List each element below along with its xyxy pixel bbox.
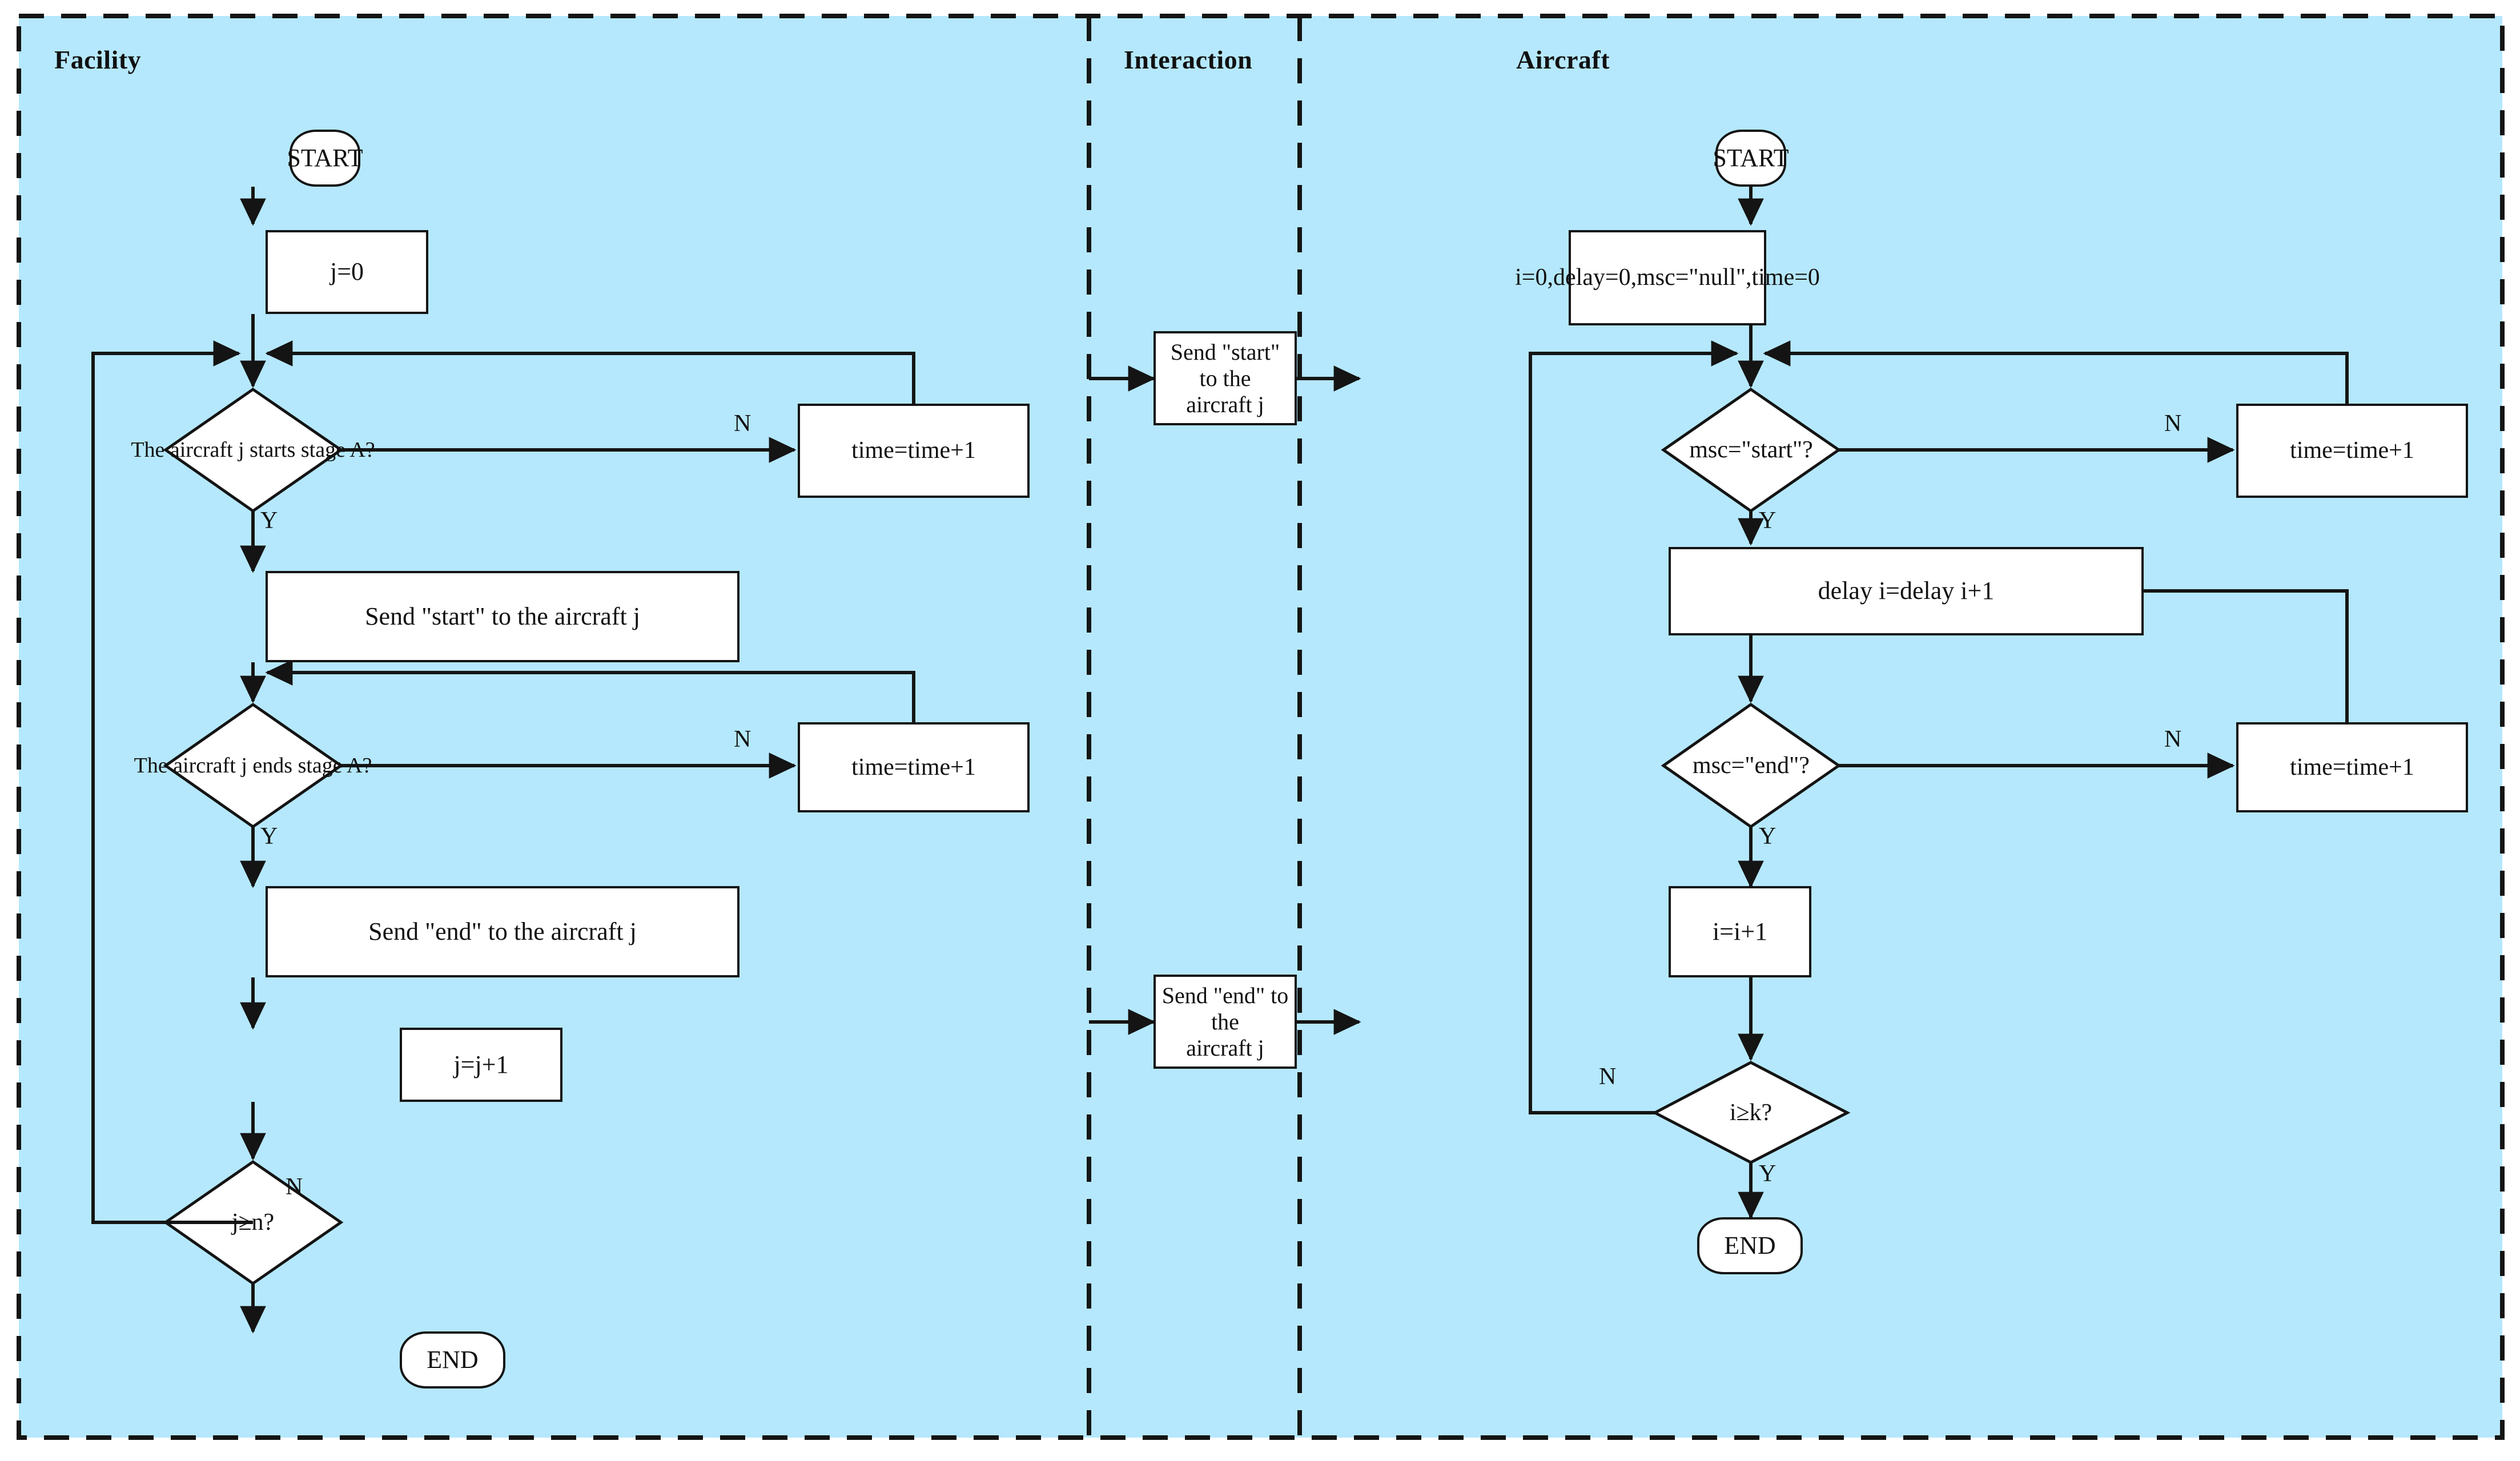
facility-branch-label-n3: N — [286, 1174, 303, 1200]
facility-send-end-node[interactable]: Send "end" to the aircraft j — [266, 886, 739, 977]
interaction-send-end-node[interactable]: Send "end" to the aircraft j — [1154, 975, 1297, 1069]
facility-branch-label-y2: Y — [260, 823, 278, 850]
aircraft-time-inc-2-label: time=time+1 — [2290, 754, 2414, 780]
aircraft-branch-label-y2: Y — [1759, 823, 1777, 850]
lane-title-interaction: Interaction — [1124, 45, 1253, 74]
aircraft-branch-label-n1: N — [2164, 410, 2182, 437]
aircraft-branch-label-n3: N — [1599, 1064, 1617, 1090]
aircraft-time-inc-2-node[interactable]: time=time+1 — [2236, 722, 2468, 812]
facility-init-node[interactable]: j=0 — [266, 230, 428, 314]
facility-branch-label-n2: N — [734, 726, 751, 752]
facility-init-label: j=0 — [329, 257, 364, 286]
facility-send-start-label: Send "start" to the aircraft j — [365, 602, 640, 630]
aircraft-increment-label: i=i+1 — [1712, 917, 1768, 945]
interaction-send-start-line1: Send "start" to the — [1170, 339, 1280, 391]
facility-increment-node[interactable]: j=j+1 — [400, 1028, 562, 1102]
facility-start-label: START — [287, 143, 363, 172]
aircraft-end-label: END — [1724, 1231, 1776, 1259]
aircraft-init-label: i=0,delay=0,msc="null",time=0 — [1515, 264, 1820, 291]
aircraft-init-node[interactable]: i=0,delay=0,msc="null",time=0 — [1515, 230, 1820, 325]
interaction-send-end-line2: aircraft j — [1186, 1035, 1264, 1061]
facility-branch-label-n1: N — [734, 410, 751, 437]
facility-start-node[interactable]: START — [287, 130, 363, 187]
facility-time-inc-1-label: time=time+1 — [851, 437, 976, 464]
interaction-send-start-line2: aircraft j — [1186, 391, 1264, 417]
interaction-send-end-line1: Send "end" to the — [1161, 982, 1289, 1035]
aircraft-delay-inc-label: delay i=delay i+1 — [1818, 577, 1995, 605]
facility-end-label: END — [427, 1345, 479, 1374]
aircraft-increment-node[interactable]: i=i+1 — [1669, 886, 1811, 977]
facility-send-start-node[interactable]: Send "start" to the aircraft j — [266, 571, 739, 662]
aircraft-time-inc-1-node[interactable]: time=time+1 — [2236, 404, 2468, 498]
aircraft-branch-label-y3: Y — [1759, 1161, 1777, 1187]
facility-time-inc-2-node[interactable]: time=time+1 — [798, 722, 1030, 812]
aircraft-branch-label-y1: Y — [1759, 508, 1777, 534]
aircraft-end-node[interactable]: END — [1697, 1217, 1803, 1274]
lane-title-facility: Facility — [54, 45, 142, 74]
facility-time-inc-2-label: time=time+1 — [851, 754, 976, 780]
facility-send-end-label: Send "end" to the aircraft j — [368, 917, 637, 945]
aircraft-branch-label-n2: N — [2164, 726, 2182, 752]
aircraft-time-inc-1-label: time=time+1 — [2290, 437, 2414, 464]
facility-time-inc-1-node[interactable]: time=time+1 — [798, 404, 1030, 498]
interaction-send-start-node[interactable]: Send "start" to the aircraft j — [1154, 331, 1297, 425]
lane-interaction — [1089, 16, 1300, 1438]
aircraft-delay-inc-node[interactable]: delay i=delay i+1 — [1669, 547, 2144, 635]
facility-increment-label: j=j+1 — [453, 1050, 509, 1078]
lane-title-aircraft: Aircraft — [1516, 45, 1610, 74]
aircraft-start-node[interactable]: START — [1713, 130, 1789, 187]
facility-branch-label-y1: Y — [260, 508, 278, 534]
facility-end-node[interactable]: END — [400, 1331, 505, 1388]
aircraft-start-label: START — [1713, 143, 1789, 172]
